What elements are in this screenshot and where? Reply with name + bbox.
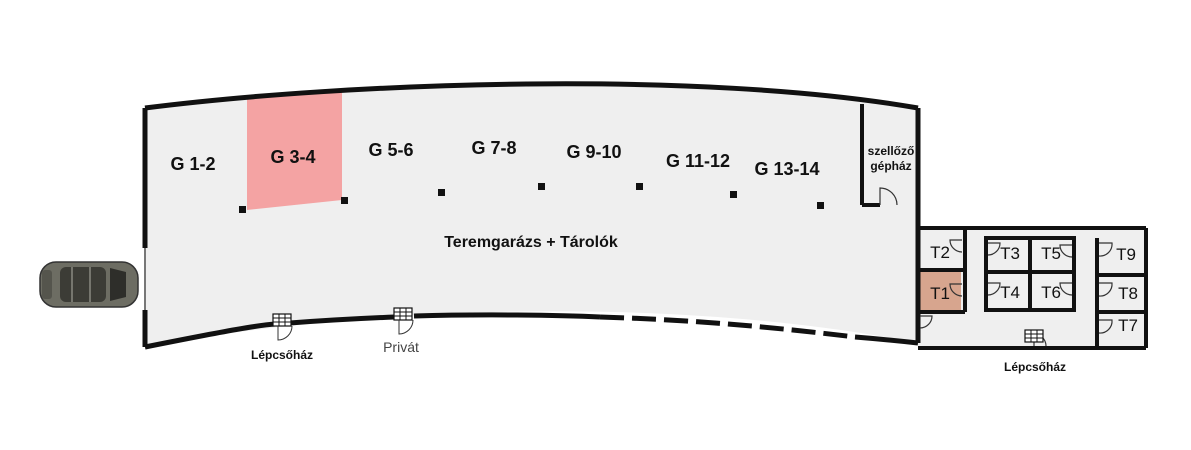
storage-highlight	[920, 272, 961, 310]
storage-unit-label: T7	[1118, 316, 1138, 335]
stair-icon	[1024, 329, 1044, 343]
stair-icon	[272, 313, 293, 341]
storage-walls	[918, 226, 1148, 350]
ventilation-room-label: szellőző	[868, 144, 915, 158]
storage-unit-label: T6	[1041, 283, 1061, 302]
storage-unit-label: T2	[930, 243, 950, 262]
glazed-wall-section	[599, 314, 856, 340]
garage-spot-label: G 3-4	[270, 147, 315, 167]
hall-walls	[142, 81, 921, 350]
private-stair-label: Privát	[383, 339, 419, 355]
garage-spot-label: G 11-12	[666, 151, 730, 171]
ventilation-room-walls	[860, 104, 880, 207]
storage-unit-label: T1	[930, 284, 950, 303]
columns	[239, 183, 824, 213]
ventilation-room-label: gépház	[870, 159, 911, 173]
garage-spot-highlight	[247, 92, 342, 210]
car-icon	[39, 261, 139, 308]
stair-icon	[393, 307, 414, 335]
door-swing-icon	[879, 187, 898, 206]
storage-unit-label: T3	[1000, 244, 1020, 263]
storage-unit-label: T4	[1000, 283, 1020, 302]
storage-unit-label: T5	[1041, 244, 1061, 263]
storage-unit-label: T9	[1116, 245, 1136, 264]
garage-spot-label: G 7-8	[471, 138, 516, 158]
stairwell-label: Lépcsőház	[1004, 360, 1066, 374]
main-room-label: Teremgarázs + Tárolók	[444, 234, 618, 251]
stairwell-label: Lépcsőház	[251, 348, 313, 362]
garage-spot-label: G 9-10	[566, 142, 621, 162]
garage-spot-label: G 5-6	[368, 140, 413, 160]
garage-spot-label: G 1-2	[170, 154, 215, 174]
storage-unit-label: T8	[1118, 284, 1138, 303]
garage-spot-label: G 13-14	[754, 159, 819, 179]
